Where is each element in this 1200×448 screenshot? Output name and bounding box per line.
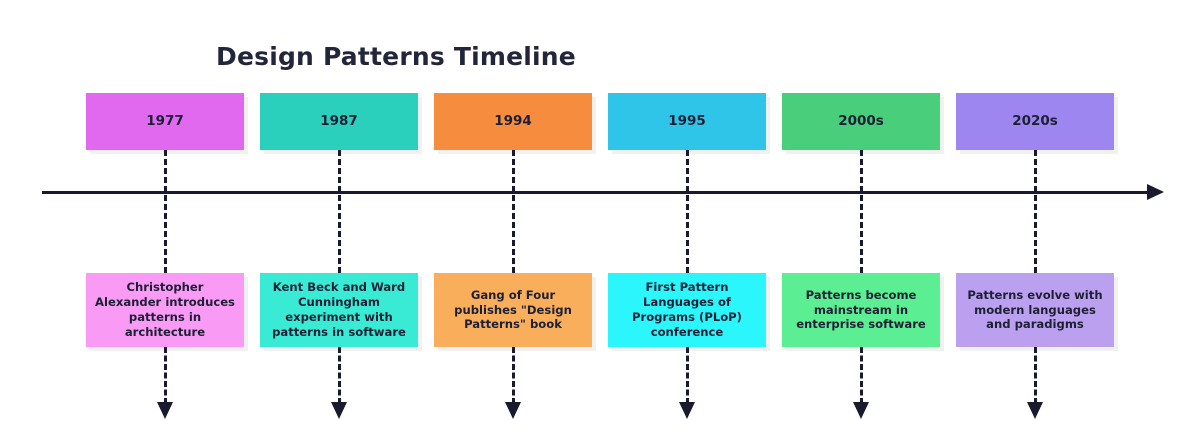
connector-arrow-down-icon xyxy=(1027,402,1043,419)
connector-dashed-upper xyxy=(164,150,167,273)
timeline-axis-arrow-icon xyxy=(1147,184,1164,200)
description-box[interactable]: Gang of Four publishes "Design Patterns"… xyxy=(434,273,592,347)
year-label: 1977 xyxy=(146,112,184,129)
connector-dashed-upper xyxy=(1034,150,1037,273)
description-box[interactable]: Kent Beck and Ward Cunningham experiment… xyxy=(260,273,418,347)
connector-dashed-lower xyxy=(686,347,689,404)
connector-arrow-down-icon xyxy=(853,402,869,419)
page-title: Design Patterns Timeline xyxy=(216,42,576,71)
year-box[interactable]: 1977 xyxy=(86,93,244,150)
year-label: 1995 xyxy=(668,112,706,129)
connector-arrow-down-icon xyxy=(157,402,173,419)
description-box[interactable]: Patterns evolve with modern languages an… xyxy=(956,273,1114,347)
description-label: Patterns evolve with modern languages an… xyxy=(967,287,1103,332)
connector-dashed-upper xyxy=(860,150,863,273)
year-box[interactable]: 2000s xyxy=(782,93,940,150)
connector-dashed-lower xyxy=(164,347,167,404)
year-label: 2020s xyxy=(1012,112,1058,129)
year-box[interactable]: 1995 xyxy=(608,93,766,150)
description-label: Patterns become mainstream in enterprise… xyxy=(796,287,926,332)
timeline-axis xyxy=(42,191,1160,194)
year-box[interactable]: 1987 xyxy=(260,93,418,150)
year-label: 2000s xyxy=(838,112,884,129)
year-label: 1994 xyxy=(494,112,532,129)
connector-arrow-down-icon xyxy=(331,402,347,419)
year-box[interactable]: 1994 xyxy=(434,93,592,150)
description-label: Kent Beck and Ward Cunningham experiment… xyxy=(272,280,406,339)
connector-dashed-lower xyxy=(1034,347,1037,404)
year-label: 1987 xyxy=(320,112,358,129)
description-box[interactable]: Christopher Alexander introduces pattern… xyxy=(86,273,244,347)
connector-dashed-lower xyxy=(860,347,863,404)
description-label: Gang of Four publishes "Design Patterns"… xyxy=(454,287,572,332)
connector-dashed-upper xyxy=(512,150,515,273)
connector-dashed-upper xyxy=(686,150,689,273)
connector-dashed-lower xyxy=(512,347,515,404)
year-box[interactable]: 2020s xyxy=(956,93,1114,150)
connector-dashed-lower xyxy=(338,347,341,404)
description-box[interactable]: Patterns become mainstream in enterprise… xyxy=(782,273,940,347)
connector-dashed-upper xyxy=(338,150,341,273)
connector-arrow-down-icon xyxy=(505,402,521,419)
description-box[interactable]: First Pattern Languages of Programs (PLo… xyxy=(608,273,766,347)
description-label: First Pattern Languages of Programs (PLo… xyxy=(632,280,742,339)
description-label: Christopher Alexander introduces pattern… xyxy=(95,280,235,339)
connector-arrow-down-icon xyxy=(679,402,695,419)
